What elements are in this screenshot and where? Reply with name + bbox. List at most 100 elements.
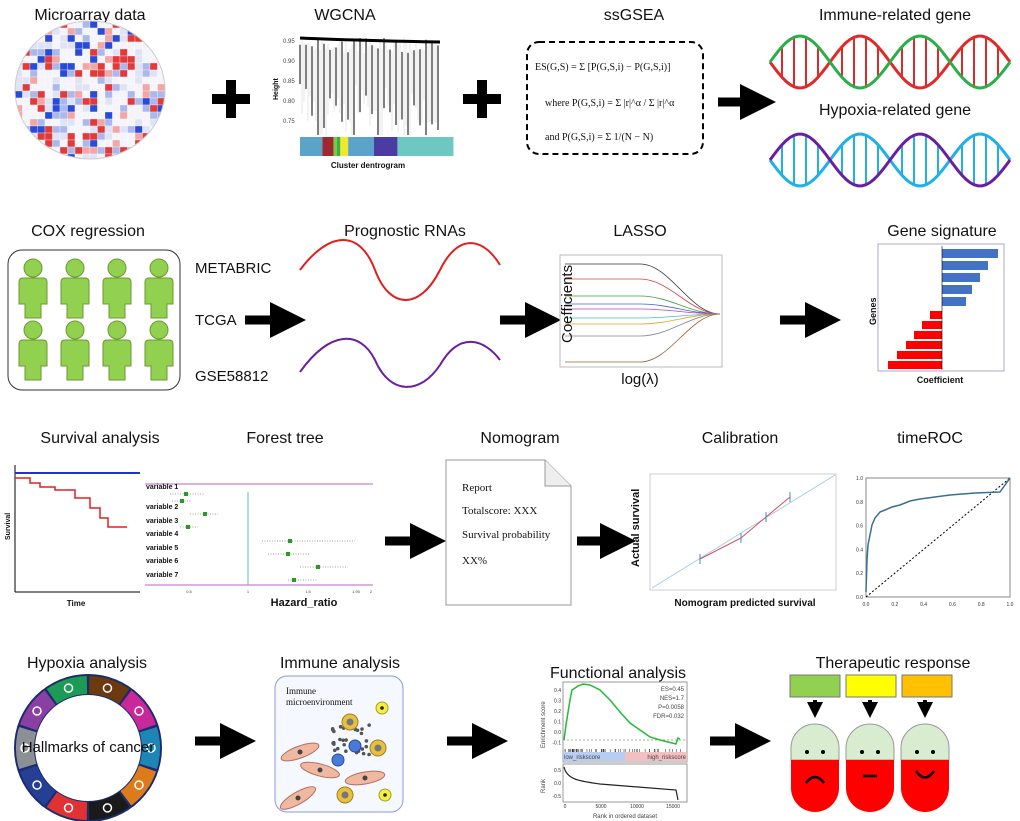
heatmap-cell xyxy=(29,125,38,134)
lasso-path xyxy=(565,313,721,337)
person-icon xyxy=(18,320,48,381)
y-tick: 0.0 xyxy=(554,781,561,787)
y-tick: 0.0 xyxy=(554,730,561,736)
heatmap-cell xyxy=(37,139,46,148)
heatmap-cell xyxy=(29,90,38,99)
heatmap-cell xyxy=(142,27,151,36)
heatmap-cell xyxy=(104,125,113,134)
heatmap-cell xyxy=(127,104,136,113)
heatmap-cell xyxy=(127,76,136,85)
heatmap-cell xyxy=(15,83,23,92)
heatmap-cell xyxy=(142,125,151,134)
heatmap-cell xyxy=(112,76,121,85)
heatmap-cell xyxy=(52,104,61,113)
cytokine-dot xyxy=(338,724,343,729)
microarray-heatmap xyxy=(15,21,165,159)
heatmap-cell xyxy=(22,139,31,148)
heatmap-cell xyxy=(119,97,128,106)
heatmap-cell xyxy=(52,125,61,134)
heatmap-cell xyxy=(142,104,151,113)
purple-wave xyxy=(299,337,501,388)
heatmap-cell xyxy=(142,55,151,64)
heatmap-cell xyxy=(44,118,53,127)
heatmap-cell xyxy=(119,139,128,148)
forest-variable-label: variable 2 xyxy=(146,504,178,511)
heatmap-cell xyxy=(134,139,143,148)
heatmap-cell xyxy=(104,62,113,71)
formula-box xyxy=(526,41,704,155)
cytokine-dot xyxy=(338,737,342,742)
heatmap-cell xyxy=(22,111,31,120)
immune-gene-title: Immune-related gene xyxy=(819,7,971,24)
cohort-box xyxy=(7,249,181,391)
heatmap-cell xyxy=(15,27,23,36)
heatmap-cell xyxy=(15,153,23,159)
heatmap-cell xyxy=(29,83,38,92)
heatmap-cell xyxy=(89,90,98,99)
heatmap-cell xyxy=(157,27,165,36)
hallmark-icon xyxy=(20,743,30,753)
heatmap-cell xyxy=(149,27,158,36)
heatmap-cell xyxy=(119,62,128,71)
plus-icon xyxy=(463,80,501,118)
heatmap-cell xyxy=(142,69,151,78)
heatmap-cell xyxy=(74,62,83,71)
heatmap-cell xyxy=(127,118,136,127)
module-color-bar xyxy=(300,137,323,156)
heatmap-cell xyxy=(59,139,68,148)
x-tick: 1 xyxy=(247,589,250,594)
cytokine-dot xyxy=(361,751,366,756)
document-fold xyxy=(544,460,571,487)
heatmap-cell xyxy=(44,62,53,71)
heatmap-cell xyxy=(104,111,113,120)
heatmap-cell xyxy=(97,48,106,57)
timeroc-title: timeROC xyxy=(897,430,963,447)
y-tick: 0.0 xyxy=(856,595,863,601)
forest-title: Forest tree xyxy=(246,430,323,447)
heatmap-cell xyxy=(82,125,91,134)
wgcna-xlabel: Cluster dentrogram xyxy=(331,161,405,170)
heatmap-cell xyxy=(127,132,136,141)
person-head xyxy=(107,258,127,278)
module-color-bar xyxy=(373,137,398,156)
heatmap-cell xyxy=(52,132,61,141)
heatmap-cell xyxy=(142,111,151,120)
heatmap-cell xyxy=(104,69,113,78)
forest-variable-label: variable 3 xyxy=(146,518,178,525)
heatmap-cell xyxy=(59,34,68,43)
heatmap-cell xyxy=(104,55,113,64)
heatmap-cell xyxy=(59,69,68,78)
heatmap-cell xyxy=(97,111,106,120)
heatmap-cell xyxy=(59,48,68,57)
heatmap-cell xyxy=(15,90,23,99)
heatmap-cell xyxy=(89,69,98,78)
x-tick: 0.6 xyxy=(949,602,956,608)
cell-nucleus xyxy=(346,718,354,726)
heatmap-cell xyxy=(22,27,31,36)
heatmap-cell xyxy=(44,55,53,64)
cytokine-dot xyxy=(364,739,369,743)
x-tick: 10000 xyxy=(630,804,644,810)
heatmap-cell xyxy=(22,153,31,159)
heatmap-cell xyxy=(89,41,98,50)
heatmap-cell xyxy=(37,125,46,134)
heatmap-cell xyxy=(82,90,91,99)
heatmap-cell xyxy=(82,69,91,78)
survival-ylabel: Survival xyxy=(5,513,12,540)
heatmap-cell xyxy=(29,97,38,106)
heatmap-cell xyxy=(89,153,98,159)
heatmap-cell xyxy=(29,132,38,141)
cytokine-dot xyxy=(360,727,364,731)
heatmap-cell xyxy=(127,97,136,106)
heatmap-cell xyxy=(74,76,83,85)
heatmap-cell xyxy=(127,125,136,134)
heatmap-cell xyxy=(52,111,61,120)
dendrogram-top xyxy=(299,36,441,44)
heatmap-cell xyxy=(82,83,91,92)
heatmap-cell xyxy=(82,76,91,85)
heatmap-cell xyxy=(104,118,113,127)
heatmap-cell xyxy=(134,90,143,99)
pill-mouth-smile xyxy=(914,770,936,779)
heatmap-cell xyxy=(97,104,106,113)
heatmap-cell xyxy=(37,104,46,113)
